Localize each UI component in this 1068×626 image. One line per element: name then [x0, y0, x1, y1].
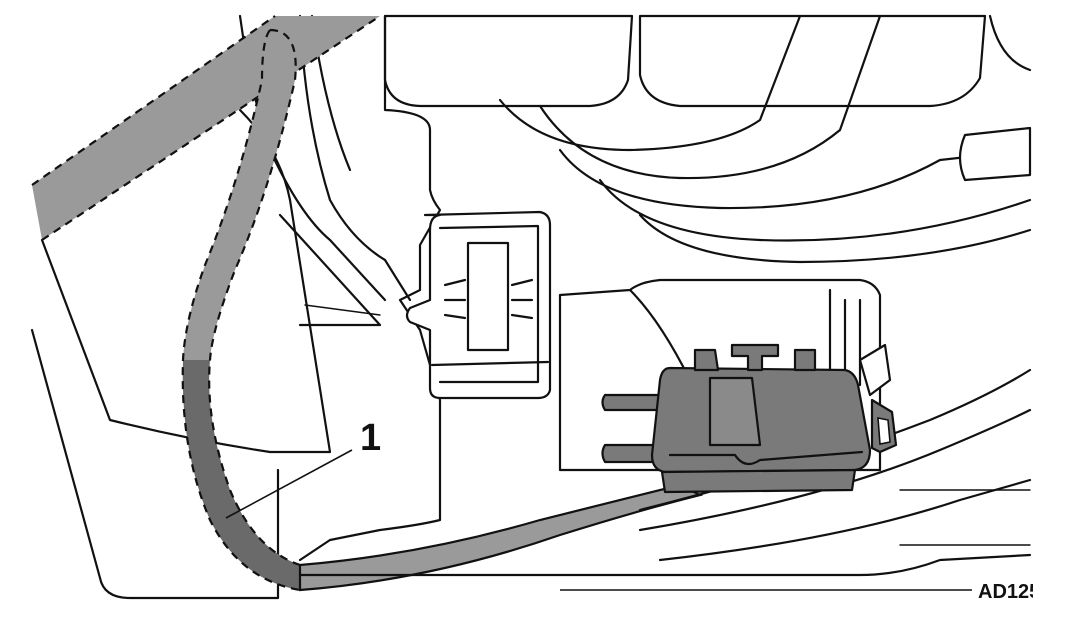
pillar-edge-2	[298, 14, 412, 302]
floor-line	[298, 553, 1032, 577]
connector-release-slot	[708, 376, 762, 447]
harness-route-vertical	[181, 28, 301, 592]
connector-lip-line	[668, 450, 864, 466]
hose-curve-4	[598, 178, 1032, 242]
clip-tooth-1	[443, 278, 467, 287]
connector-bump-1	[693, 348, 720, 372]
connector-lower-lip	[660, 468, 857, 494]
upper-hoses	[383, 14, 1032, 264]
connector-lock-tab	[730, 343, 780, 372]
bracket-shadow	[304, 304, 381, 316]
clip-tooth-6	[510, 313, 534, 320]
clip-tooth-4	[510, 278, 534, 287]
figure-code-group: AD125	[560, 581, 1040, 603]
upper-tube-left	[383, 14, 634, 108]
panel-outline-outer	[30, 328, 280, 600]
connector-bump-2	[793, 348, 817, 372]
harness-lower-extra-3	[658, 478, 1032, 562]
clip-base	[430, 360, 550, 367]
right-crop-mask	[1033, 0, 1068, 626]
harness-lower-extra-2	[638, 408, 1032, 532]
connector-body	[650, 366, 872, 474]
harness-vertical-light	[183, 30, 296, 360]
bracket-lower	[278, 213, 382, 327]
electrical-connector	[601, 343, 898, 494]
harness-band-upper-dash-bottom	[41, 15, 381, 241]
harness-vertical-dash-right	[208, 28, 301, 567]
harness-route-upper	[31, 15, 381, 241]
hose-curve-3	[558, 148, 1032, 210]
harness-vertical-dash-left	[181, 29, 301, 592]
clip-tooth-3	[443, 313, 467, 320]
bracket-outline	[298, 14, 442, 562]
harness-vertical-dark	[182, 360, 300, 590]
hose-curve-1	[498, 14, 802, 152]
hose-curve-5	[638, 213, 1032, 264]
hose-clamp	[958, 126, 1032, 182]
harness-band-upper-dash-top	[31, 15, 276, 186]
callout-1-label: 1	[360, 417, 381, 459]
base-tab-right	[858, 343, 892, 397]
hose-curve-2	[538, 14, 882, 180]
callout-1-group: 1	[225, 417, 381, 519]
callout-1-leader	[225, 449, 353, 519]
upper-tube-right	[638, 14, 987, 108]
figure-code-label: AD125	[978, 581, 1040, 603]
connector-pin-top	[601, 393, 667, 412]
mounting-clip	[405, 210, 552, 400]
tube-right-edge	[988, 14, 1032, 72]
clip-inner	[438, 224, 540, 384]
clip-slot	[466, 241, 510, 352]
connector-side-latch-inner	[877, 417, 891, 445]
